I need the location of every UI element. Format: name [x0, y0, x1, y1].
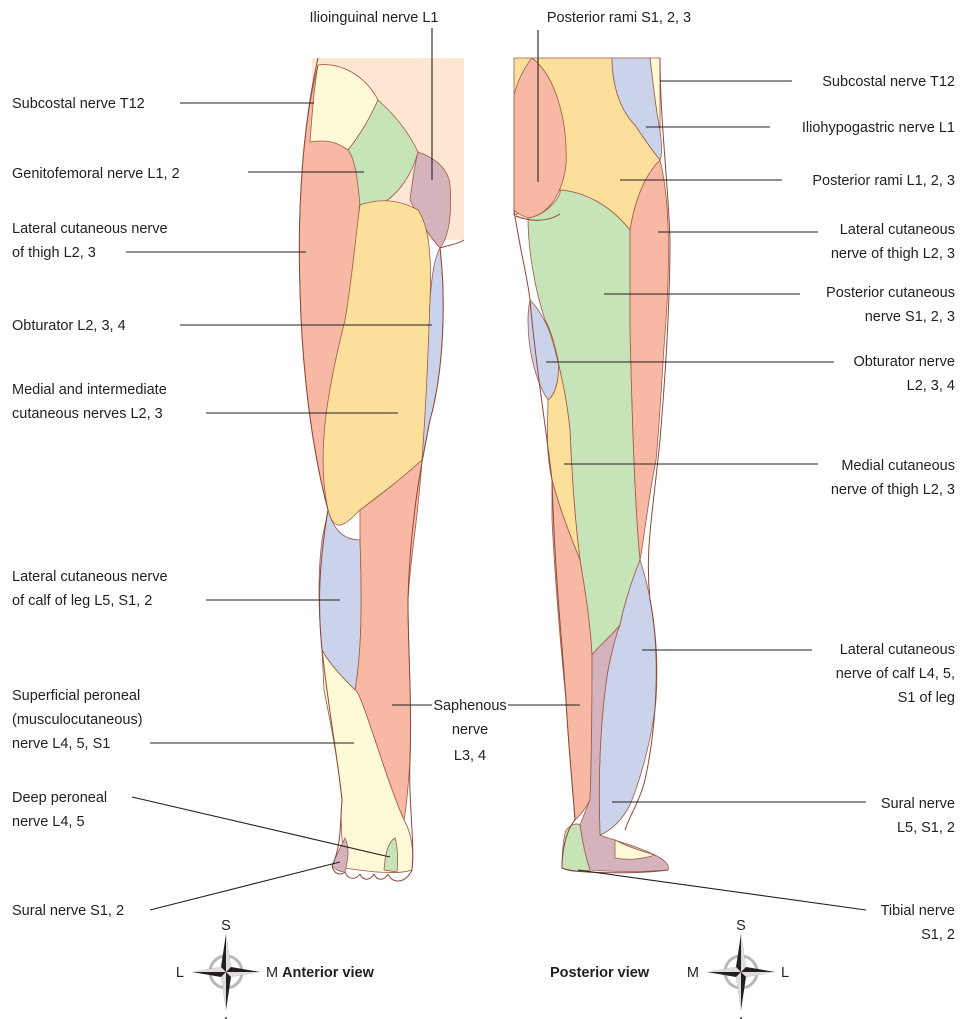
compass-m-anterior: M	[266, 965, 278, 981]
label-lateral-thigh-anterior-1: Lateral cutaneous nerve	[12, 221, 168, 237]
label-obturator-posterior-1: Obturator nerve	[853, 354, 955, 370]
label-lateral-calf-posterior-1: Lateral cutaneous	[840, 642, 955, 658]
label-lateral-calf-posterior-3: S1 of leg	[898, 690, 955, 706]
label-lateral-thigh-posterior-1: Lateral cutaneous	[840, 222, 955, 238]
label-deep-peroneal-2: nerve L4, 5	[12, 814, 85, 830]
label-medial-cutaneous-posterior-1: Medial cutaneous	[841, 458, 955, 474]
label-obturator-anterior: Obturator L2, 3, 4	[12, 318, 126, 334]
label-lateral-calf-anterior-1: Lateral cutaneous nerve	[12, 569, 168, 585]
compass-i-anterior: I	[224, 1015, 228, 1019]
label-deep-peroneal-1: Deep peroneal	[12, 790, 107, 806]
saphenous-label: Saphenous nerve L3, 4	[433, 698, 506, 764]
anterior-view-title: Anterior view	[282, 965, 375, 981]
label-superficial-peroneal-1: Superficial peroneal	[12, 688, 140, 704]
label-posterior-cutaneous-2: nerve S1, 2, 3	[865, 309, 955, 325]
label-posterior-rami-s: Posterior rami S1, 2, 3	[547, 10, 691, 26]
label-saphenous-3: L3, 4	[454, 748, 486, 764]
compass-l-anterior: L	[176, 965, 184, 981]
leader-tibial	[578, 870, 866, 910]
label-superficial-peroneal-2: (musculocutaneous)	[12, 712, 143, 728]
label-lateral-thigh-posterior-2: nerve of thigh L2, 3	[831, 246, 955, 262]
label-lateral-thigh-anterior-2: of thigh L2, 3	[12, 245, 96, 261]
label-lateral-calf-posterior-2: nerve of calf L4, 5,	[836, 666, 955, 682]
label-sural-posterior-2: L5, S1, 2	[897, 820, 955, 836]
label-posterior-rami-l: Posterior rami L1, 2, 3	[812, 173, 955, 189]
compass-m-posterior: M	[687, 965, 699, 981]
anterior-leg	[299, 58, 464, 881]
posterior-view-title: Posterior view	[550, 965, 650, 981]
leader-sural-anterior	[150, 862, 340, 910]
compass-s-posterior: S	[736, 918, 746, 934]
leader-lines	[126, 28, 866, 910]
posterior-compass: S I M L	[687, 918, 789, 1019]
label-subcostal-posterior: Subcostal nerve T12	[822, 74, 955, 90]
label-medial-cutaneous-posterior-2: nerve of thigh L2, 3	[831, 482, 955, 498]
compass-s-anterior: S	[221, 918, 231, 934]
label-genitofemoral: Genitofemoral nerve L1, 2	[12, 166, 180, 182]
label-obturator-posterior-2: L2, 3, 4	[907, 378, 955, 394]
label-ilioinguinal: Ilioinguinal nerve L1	[310, 10, 439, 26]
label-medial-intermediate-1: Medial and intermediate	[12, 382, 167, 398]
label-subcostal-anterior: Subcostal nerve T12	[12, 96, 145, 112]
compass-l-posterior: L	[781, 965, 789, 981]
label-saphenous-2: nerve	[452, 722, 488, 738]
label-lateral-calf-anterior-2: of calf of leg L5, S1, 2	[12, 593, 152, 609]
label-posterior-cutaneous-1: Posterior cutaneous	[826, 285, 955, 301]
label-medial-intermediate-2: cutaneous nerves L2, 3	[12, 406, 163, 422]
posterior-region-lateral-foot	[615, 840, 655, 859]
label-sural-posterior-1: Sural nerve	[881, 796, 955, 812]
compass-i-posterior: I	[739, 1015, 743, 1019]
label-tibial-1: Tibial nerve	[881, 903, 955, 919]
label-iliohypogastric: Iliohypogastric nerve L1	[802, 120, 955, 136]
label-tibial-2: S1, 2	[921, 927, 955, 943]
anterior-region-sural	[332, 838, 348, 872]
label-sural-anterior: Sural nerve S1, 2	[12, 903, 124, 919]
label-saphenous-1: Saphenous	[433, 698, 506, 714]
anterior-compass: S I L M	[176, 918, 278, 1019]
label-superficial-peroneal-3: nerve L4, 5, S1	[12, 736, 110, 752]
